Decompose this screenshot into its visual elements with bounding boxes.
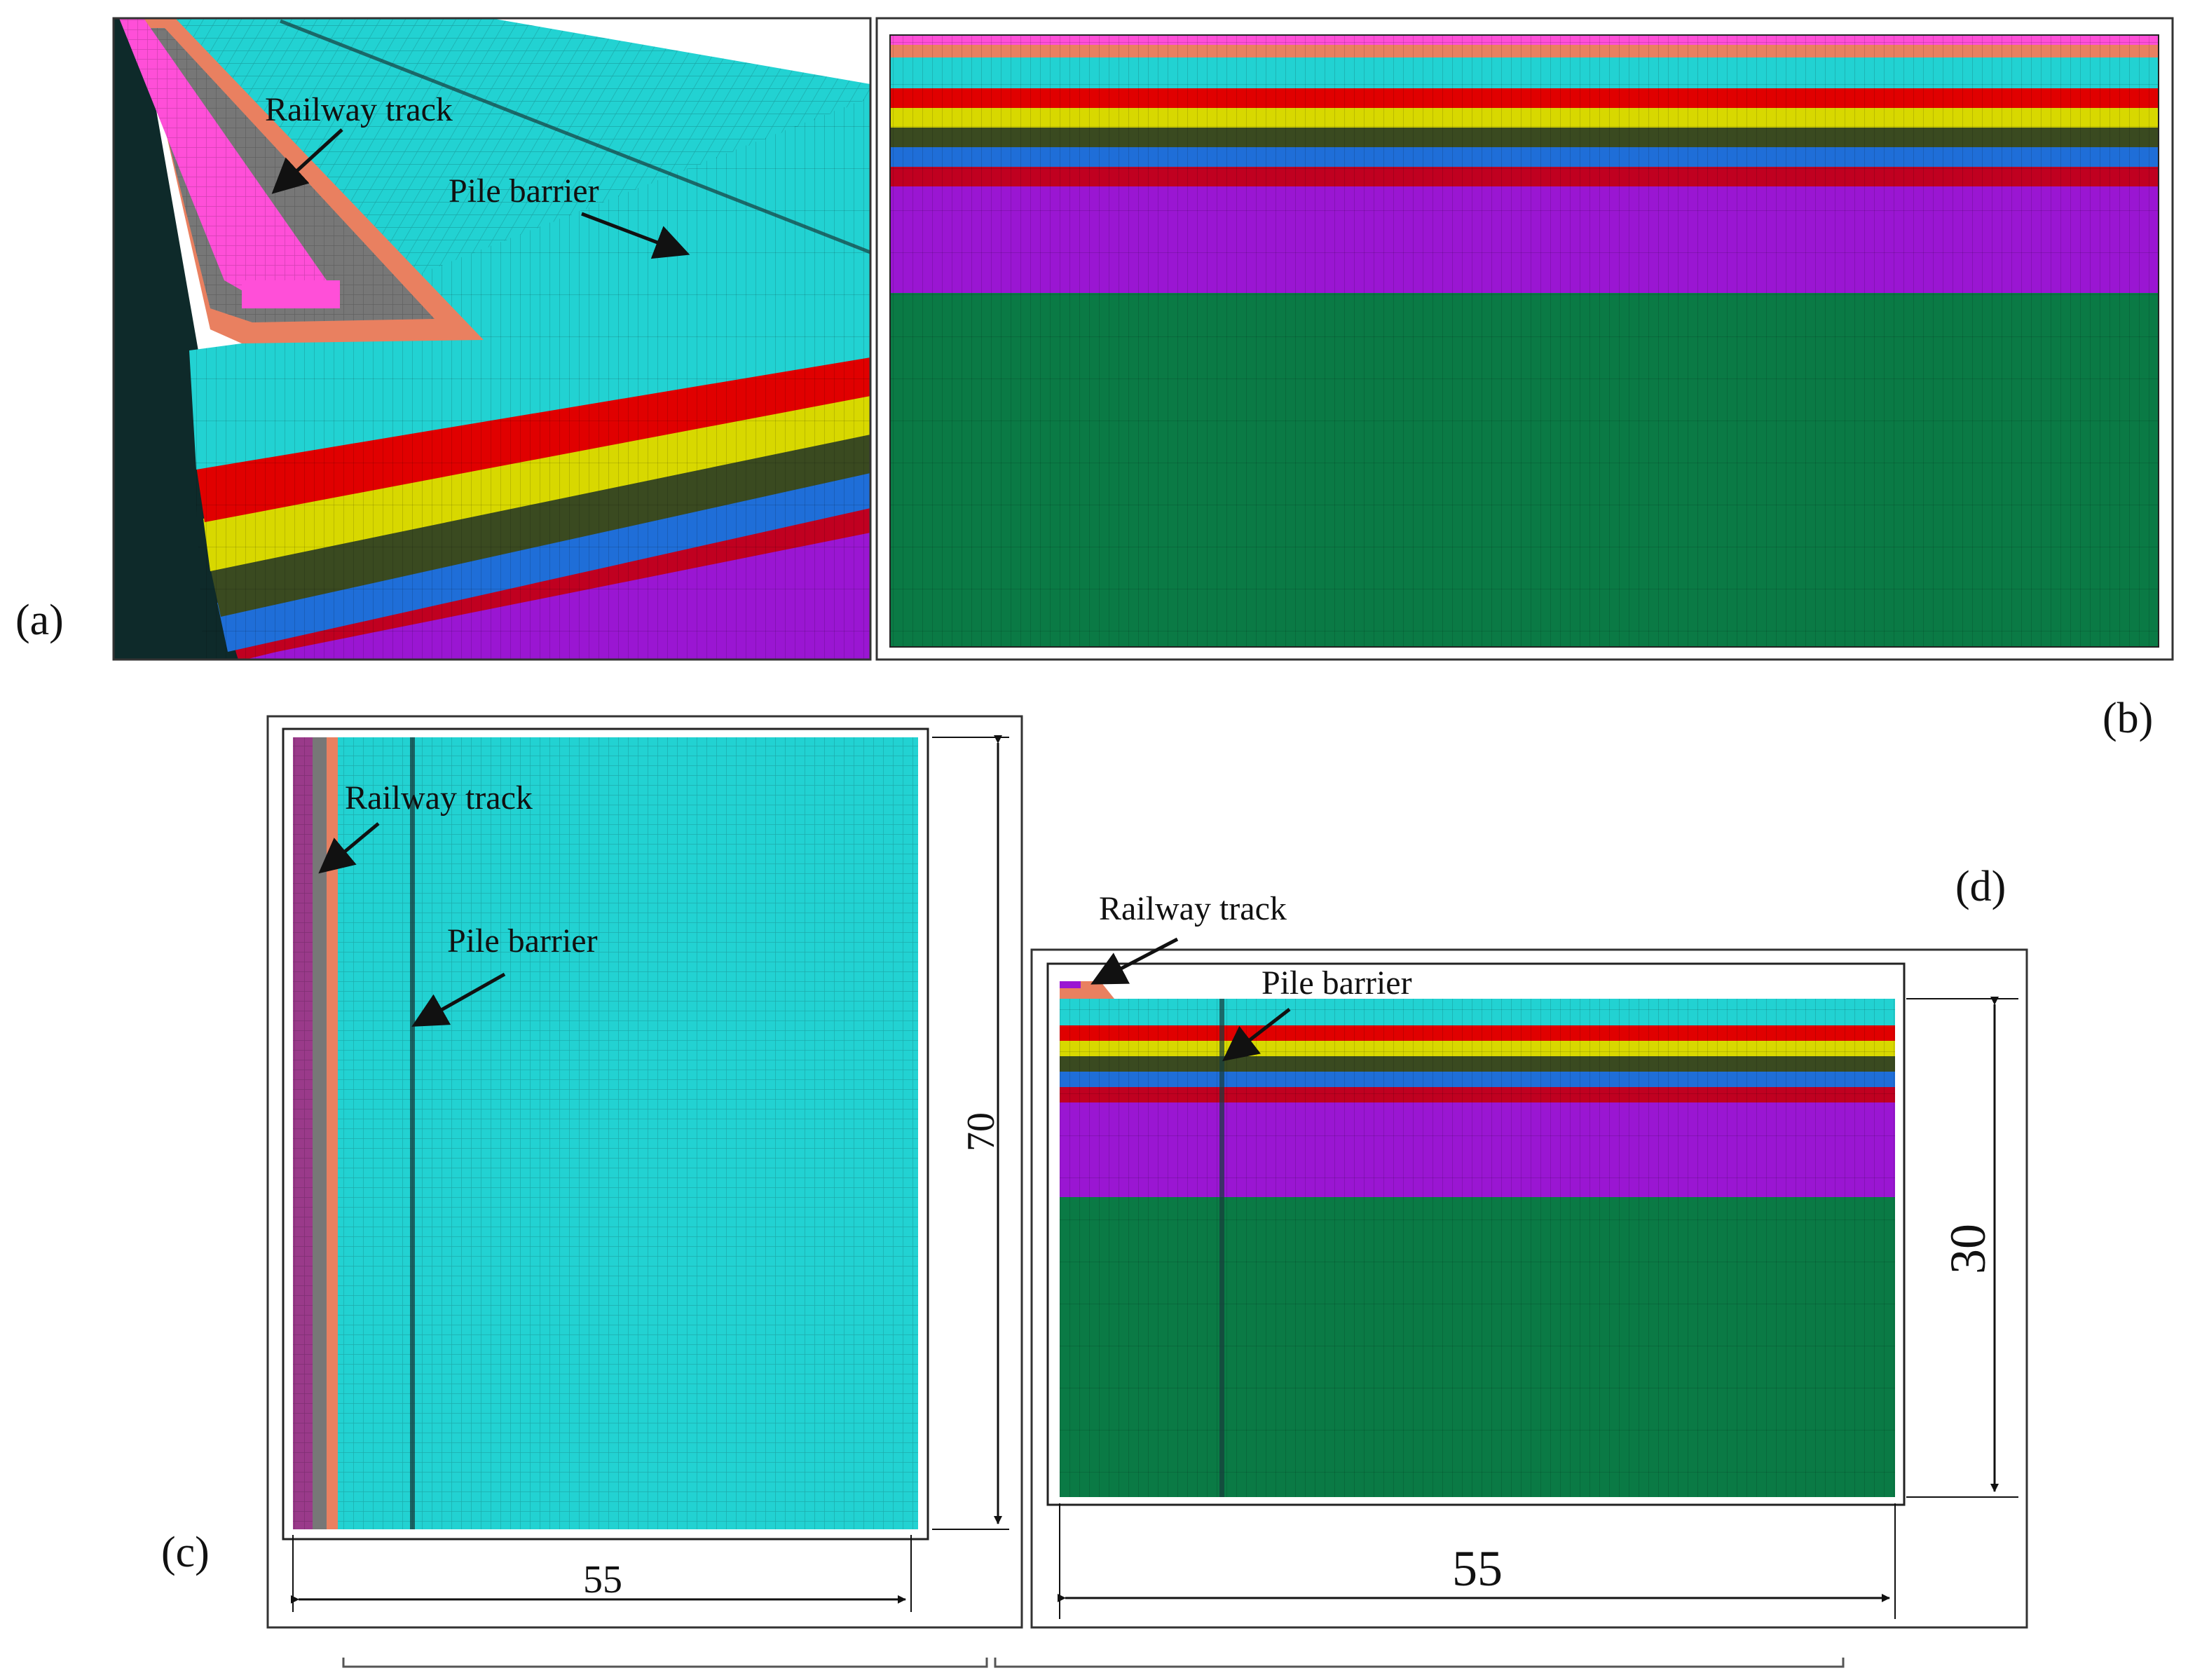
- panel-b-front-section: [875, 17, 2174, 661]
- panel-a-frame: [112, 17, 872, 661]
- c-pile-barrier: [410, 737, 415, 1529]
- panel-d-cross-section: Railway track Pile barrier 30 55: [1030, 890, 2028, 1629]
- railway-track-label-c: Railway track: [345, 779, 533, 817]
- railway-track-label-a: Railway track: [265, 91, 453, 128]
- railway-track-arrow-c: [318, 822, 380, 874]
- panel-c-top-view: Railway track Pile barrier 70 55: [266, 715, 1023, 1629]
- d-width-value: 55: [1452, 1541, 1503, 1597]
- pile-barrier-arrow-c: [411, 972, 506, 1027]
- pile-barrier-label-c: Pile barrier: [447, 922, 598, 959]
- d-pile-barrier: [1219, 999, 1224, 1497]
- panel-a-3d-view: Railway track Pile barrier: [114, 18, 870, 660]
- c-grey-track: [313, 737, 327, 1529]
- d-height-value: 30: [1940, 1224, 1996, 1274]
- pile-barrier-arrow-d: [1222, 1008, 1291, 1062]
- pile-barrier-label-a: Pile barrier: [449, 172, 599, 210]
- c-width-value: 55: [583, 1558, 622, 1602]
- pile-barrier-label-d: Pile barrier: [1261, 964, 1412, 1002]
- panel-label-b: (b): [2102, 695, 2154, 742]
- bracket-left: [342, 1658, 988, 1668]
- c-ballast: [327, 737, 338, 1529]
- railway-track-arrow-a: [271, 128, 343, 194]
- panel-label-d: (d): [1955, 863, 2006, 910]
- bracket-right: [994, 1658, 1845, 1668]
- pile-barrier-arrow-a: [581, 212, 690, 259]
- railway-track-label-d: Railway track: [1099, 890, 1287, 927]
- panel-label-a: (a): [15, 596, 64, 644]
- panel-label-c: (c): [161, 1529, 210, 1576]
- pile-barrier-line-3d: [280, 19, 870, 254]
- c-height-value: 70: [959, 1112, 1003, 1152]
- railway-track-arrow-d: [1090, 937, 1179, 985]
